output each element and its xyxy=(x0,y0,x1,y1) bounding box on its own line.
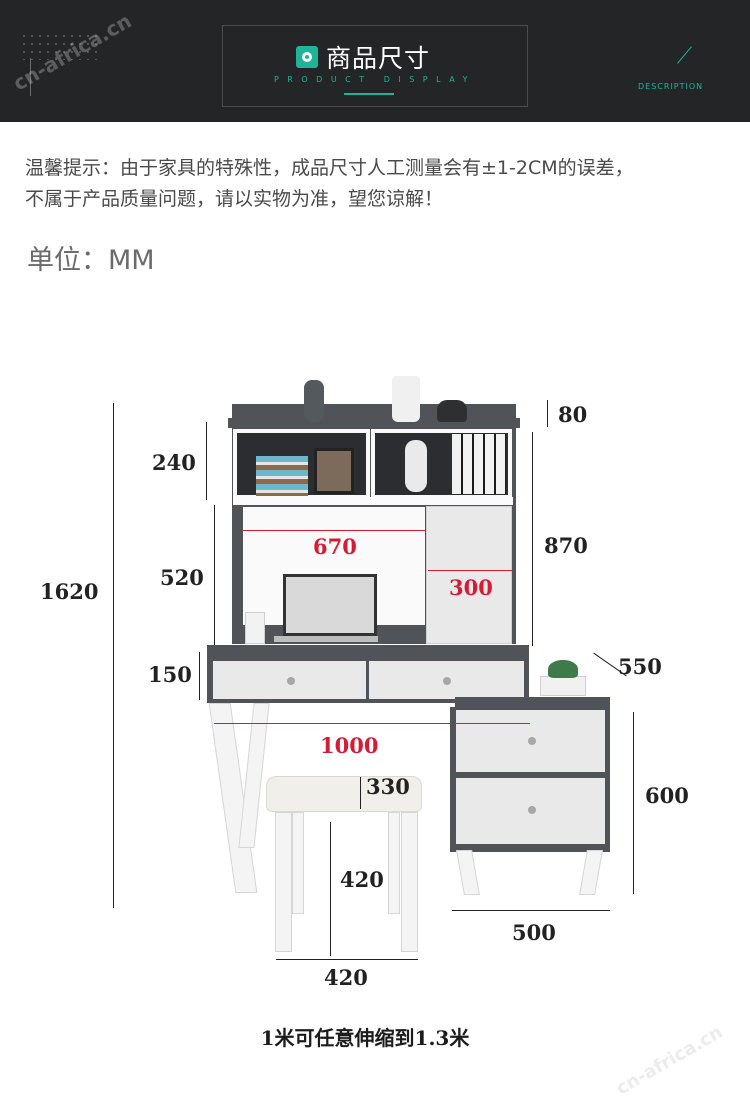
dim-stool-width: 420 xyxy=(324,965,368,990)
dim-line-cabinet-width xyxy=(452,910,610,911)
desk-top xyxy=(207,645,529,659)
pen-holder xyxy=(245,612,265,644)
desk-leg-right xyxy=(238,703,270,848)
dim-line-total-height xyxy=(113,403,114,908)
dim-drawer-height: 150 xyxy=(148,662,192,687)
unit-label: 单位：MM xyxy=(27,245,155,276)
dim-line-stool-height xyxy=(330,822,331,956)
dim-stool-top: 330 xyxy=(366,774,410,799)
page-title: 商品尺寸 xyxy=(326,44,431,73)
dim-open-height: 520 xyxy=(160,565,204,590)
stool-leg-back-right xyxy=(388,812,400,914)
dim-desk-width: 1000 xyxy=(320,733,379,758)
stool-leg-left xyxy=(275,812,292,952)
extension-caption: 1米可任意伸缩到1.3米 xyxy=(260,1026,470,1050)
white-vase-shelf xyxy=(405,440,427,492)
dim-cabinet-width: 500 xyxy=(512,920,556,945)
side-cabinet-top xyxy=(455,697,610,709)
dot-pattern xyxy=(20,32,100,60)
cabinet-leg-left xyxy=(456,850,480,895)
stool-leg-right xyxy=(401,812,418,952)
dim-shelf-height: 240 xyxy=(152,450,196,475)
hutch-door xyxy=(426,506,512,644)
dim-line-door-width xyxy=(428,570,512,571)
dim-line-top-rail xyxy=(547,400,548,427)
stool-leg-back-left xyxy=(292,812,304,914)
dim-line-hutch xyxy=(532,432,533,646)
dim-line-desk-width xyxy=(214,723,530,724)
laptop-screen xyxy=(283,574,377,636)
drawer-knob-left xyxy=(287,677,295,685)
flower-vase xyxy=(304,380,324,422)
book-stack xyxy=(256,456,308,496)
page-subtitle: PRODUCT DISPLAY xyxy=(273,75,476,84)
dim-line-stool-width xyxy=(276,959,418,960)
shelf-bottom xyxy=(233,497,513,505)
hutch-top-rail xyxy=(228,418,520,428)
plant-pot xyxy=(540,676,586,696)
laptop-base xyxy=(274,636,378,642)
dim-cabinet-height: 600 xyxy=(645,783,689,808)
cabinet-knob-bottom xyxy=(528,806,536,814)
decor-line xyxy=(30,58,31,96)
dim-stool-height: 420 xyxy=(340,867,384,892)
dim-side-depth: 550 xyxy=(618,654,662,679)
cabinet-knob-top xyxy=(528,737,536,745)
title-underline xyxy=(344,93,394,95)
dark-pot xyxy=(437,400,467,422)
picture-frame xyxy=(314,448,354,494)
drawer-knob-right xyxy=(443,677,451,685)
dim-line-cabinet-height xyxy=(633,712,634,894)
white-vase xyxy=(392,376,420,422)
books-upright xyxy=(452,434,506,494)
dim-line-shelf xyxy=(206,422,207,500)
title-row: 商品尺寸 xyxy=(296,40,430,74)
header-banner: cn-africa.cn 商品尺寸 PRODUCT DISPLAY DESCRI… xyxy=(0,0,750,122)
cabinet-leg-right xyxy=(579,850,603,895)
notice-line-2: 不属于产品质量问题，请以实物为准，望您谅解！ xyxy=(25,188,444,210)
dim-line-hutch-width xyxy=(243,530,425,531)
plant xyxy=(548,660,578,678)
dim-line-drawer xyxy=(199,652,200,700)
dim-line-open xyxy=(214,505,215,645)
notice-line-1: 温馨提示：由于家具的特殊性，成品尺寸人工测量会有±1-2CM的误差， xyxy=(25,157,634,179)
dim-hutch-height: 870 xyxy=(544,533,588,558)
dim-line-stool-top xyxy=(360,777,361,809)
dim-hutch-width: 670 xyxy=(313,534,357,559)
camera-icon xyxy=(296,46,318,68)
stool-seat xyxy=(266,776,422,812)
description-label: DESCRIPTION xyxy=(638,82,704,91)
dim-top-rail: 80 xyxy=(558,402,588,427)
dim-total-height: 1620 xyxy=(40,579,99,604)
dim-door-width: 300 xyxy=(449,575,493,600)
title-frame xyxy=(222,25,528,107)
